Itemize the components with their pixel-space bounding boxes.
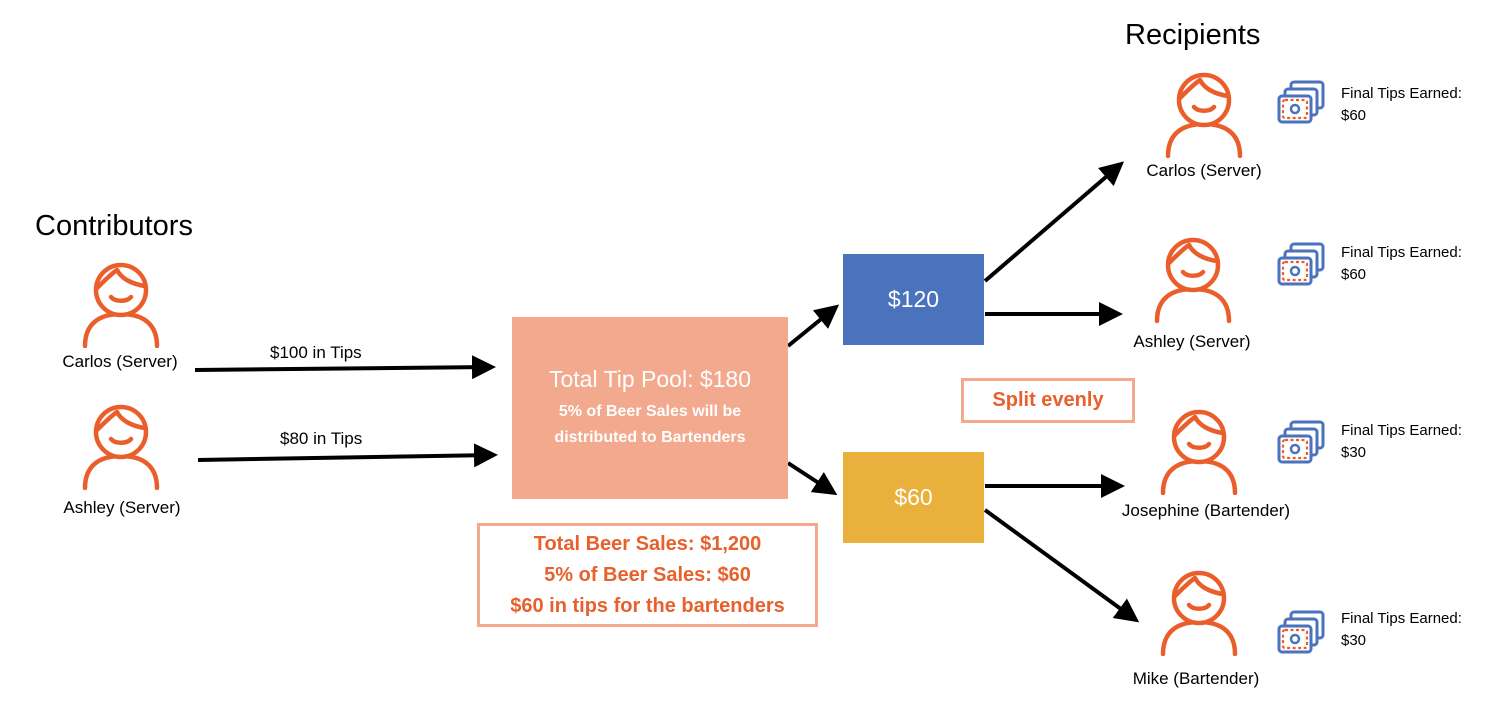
final-tips: Final Tips Earned: $30 [1341, 608, 1462, 652]
servers-amount-box: $120 [843, 254, 984, 345]
pool-line: distributed to Bartenders [554, 428, 746, 446]
arrow-120-to-carlos [983, 161, 1125, 283]
split-evenly-note: Split evenly [961, 378, 1135, 423]
final-tips: Final Tips Earned: $60 [1341, 83, 1462, 127]
final-tips-value: $60 [1341, 107, 1367, 124]
person-icon [1153, 237, 1233, 323]
contributor-name: Carlos (Server) [62, 352, 178, 371]
final-tips-value: $30 [1341, 444, 1367, 461]
recipient-name: Mike (Bartender) [1132, 669, 1260, 688]
tips-label: $80 in Tips [280, 429, 363, 448]
arrow-pool-to-120 [786, 304, 840, 348]
person-icon [81, 404, 161, 490]
pool-title: Total Tip Pool: $180 [548, 365, 752, 392]
final-tips-value: $60 [1341, 266, 1367, 283]
tips-label: $100 in Tips [270, 343, 362, 362]
arrow-ashley-to-pool [197, 443, 498, 468]
final-tips-value: $30 [1341, 632, 1367, 649]
person-icon [81, 262, 161, 348]
note-line: 5% of Beer Sales: $60 [544, 563, 751, 586]
person-icon [1164, 72, 1244, 158]
arrow-pool-to-60 [786, 461, 838, 496]
contributor-name: Ashley (Server) [63, 498, 181, 517]
final-tips-label: Final Tips Earned: [1341, 85, 1462, 102]
note-line: Total Beer Sales: $1,200 [533, 532, 762, 555]
bartenders-amount-box: $60 [843, 452, 984, 543]
recipient-name: Carlos (Server) [1146, 161, 1262, 180]
note-line: $60 in tips for the bartenders [510, 594, 785, 617]
final-tips-label: Final Tips Earned: [1341, 422, 1462, 439]
recipient-name: Ashley (Server) [1133, 332, 1251, 351]
cash-icon [1277, 420, 1325, 466]
contributors-heading: Contributors [35, 210, 193, 242]
arrow-60-to-mike [983, 508, 1140, 623]
cash-icon [1277, 242, 1325, 288]
final-tips-label: Final Tips Earned: [1341, 244, 1462, 261]
cash-icon [1277, 80, 1325, 126]
final-tips: Final Tips Earned: $30 [1341, 420, 1462, 464]
final-tips: Final Tips Earned: $60 [1341, 242, 1462, 286]
tip-pool-box: Total Tip Pool: $180 5% of Beer Sales wi… [512, 317, 788, 499]
recipient-name: Josephine (Bartender) [1121, 501, 1291, 520]
person-icon [1159, 409, 1239, 495]
recipients-heading: Recipients [1125, 19, 1261, 51]
pool-line: 5% of Beer Sales will be [558, 402, 742, 420]
beer-sales-note: Total Beer Sales: $1,200 5% of Beer Sale… [477, 523, 818, 627]
cash-icon [1277, 610, 1325, 656]
person-icon [1159, 570, 1239, 656]
arrow-carlos-to-pool [194, 355, 496, 380]
final-tips-label: Final Tips Earned: [1341, 610, 1462, 627]
